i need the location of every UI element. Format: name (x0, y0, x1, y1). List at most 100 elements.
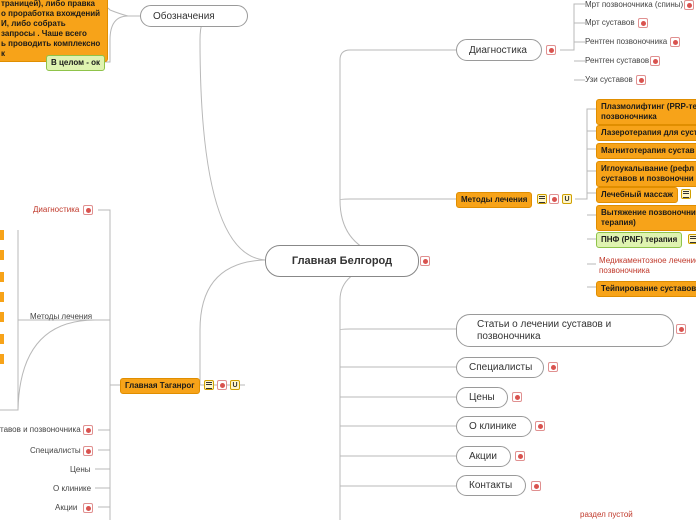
diagnostics-item-label: Рентген позвоночника (585, 37, 668, 46)
taganrog-method-stub[interactable] (0, 334, 4, 344)
diagnostics-label: Диагностика (469, 44, 527, 56)
menu-icon[interactable] (204, 380, 214, 390)
methods-item-label: Лазеротерапия для суст (601, 128, 696, 137)
menu-icon[interactable] (681, 189, 691, 199)
note-icon[interactable] (636, 75, 646, 85)
taganrog-method-stub[interactable] (0, 312, 4, 322)
taganrog-item[interactable]: Цены (70, 465, 91, 474)
taganrog-label: Главная Таганрог (125, 381, 195, 390)
methods-item-label: Тейпирование суставов (601, 284, 696, 293)
taganrog-item-label: Акции (55, 503, 78, 512)
menu-icon[interactable] (688, 234, 696, 244)
note-icon[interactable] (676, 324, 686, 334)
legend-node[interactable]: Обозначения (140, 5, 248, 27)
methods-item-label: Вытяжение позвоночни терапия) (601, 208, 696, 227)
methods-item[interactable]: Магнитотерапия сустав (596, 143, 696, 159)
note-icon[interactable] (83, 446, 93, 456)
taganrog-item-label: О клинике (53, 484, 92, 493)
legend-note-line: о проработка вхождений (1, 9, 101, 18)
note-icon[interactable] (83, 205, 93, 215)
taganrog-item-label: тавов и позвоночника (0, 425, 81, 434)
articles-node[interactable]: Статьи о лечении суставов и позвоночника (456, 314, 674, 347)
legend-ok-label: В целом - ок (51, 58, 101, 67)
methods-label: Методы лечения (461, 195, 528, 204)
diagnostics-node[interactable]: Диагностика (456, 39, 542, 61)
note-icon[interactable] (512, 392, 522, 402)
taganrog-method-stub[interactable] (0, 292, 4, 302)
note-icon[interactable] (217, 380, 227, 390)
methods-item[interactable]: Лазеротерапия для суст (596, 125, 696, 141)
methods-node[interactable]: Методы лечения (456, 192, 533, 208)
empty-section-note: раздел пустой (580, 510, 633, 519)
methods-item[interactable]: ПНФ (PNF) терапия (596, 232, 683, 248)
taganrog-item[interactable]: Диагностика (33, 205, 79, 214)
diagnostics-item[interactable]: Мрт суставов (585, 18, 635, 27)
methods-item[interactable]: Тейпирование суставов (596, 281, 696, 297)
taganrog-method-stub[interactable] (0, 354, 4, 364)
contacts-node[interactable]: Контакты (456, 475, 526, 496)
root-node[interactable]: Главная Белгород (265, 245, 419, 277)
prices-node[interactable]: Цены (456, 387, 508, 408)
note-icon[interactable] (638, 18, 648, 28)
note-icon[interactable] (531, 481, 541, 491)
legend-note[interactable]: траницей), либо правка о проработка вхож… (0, 0, 108, 62)
methods-item[interactable]: Медикаментозное лечение позвоночника (599, 256, 696, 276)
methods-item[interactable]: Вытяжение позвоночни терапия) (596, 205, 696, 231)
diagnostics-item[interactable]: Мрт позвоночника (спины) (585, 0, 683, 9)
about-label: О клинике (469, 421, 517, 432)
taganrog-item[interactable]: Методы лечения (30, 312, 92, 321)
root-label: Главная Белгород (291, 255, 393, 267)
taganrog-method-stub[interactable] (0, 272, 4, 282)
specialists-label: Специалисты (469, 362, 533, 373)
diagnostics-item-label: Рентген суставов (585, 56, 650, 65)
taganrog-item[interactable]: Акции (55, 503, 77, 512)
diagnostics-item-label: Мрт позвоночника (спины) (585, 0, 684, 9)
legend-note-line: ь проводить комплексно (1, 39, 101, 48)
note-icon[interactable] (548, 362, 558, 372)
specialists-node[interactable]: Специалисты (456, 357, 544, 378)
taganrog-item[interactable]: тавов и позвоночника (0, 425, 81, 434)
note-icon[interactable] (684, 0, 694, 10)
note-icon[interactable] (670, 37, 680, 47)
taganrog-item-label: Цены (70, 465, 91, 474)
promos-label: Акции (469, 451, 497, 462)
empty-section-label: раздел пустой (580, 510, 633, 519)
taganrog-node[interactable]: Главная Таганрог (120, 378, 200, 394)
methods-item[interactable]: Плазмолифтинг (PRP-те позвоночника (596, 99, 696, 125)
menu-icon[interactable] (537, 194, 547, 204)
prices-label: Цены (469, 392, 495, 403)
methods-item-label: Лечебный массаж (601, 190, 673, 199)
methods-item-label: Иглоукалывание (рефл суставов и позвоноч… (601, 164, 695, 183)
legend-label: Обозначения (153, 10, 215, 22)
note-icon[interactable] (650, 56, 660, 66)
link-icon[interactable]: U (562, 194, 572, 204)
note-icon[interactable] (83, 425, 93, 435)
articles-label: Статьи о лечении суставов и позвоночника (477, 318, 612, 342)
taganrog-item[interactable]: О клинике (53, 484, 91, 493)
methods-item[interactable]: Лечебный массаж (596, 187, 678, 203)
diagnostics-item[interactable]: Рентген суставов (585, 56, 649, 65)
taganrog-method-stub[interactable] (0, 250, 4, 260)
note-icon[interactable] (535, 421, 545, 431)
taganrog-item-label: Специалисты (30, 446, 81, 455)
contacts-label: Контакты (469, 480, 513, 491)
methods-item-label: Магнитотерапия сустав (601, 146, 695, 155)
diagnostics-item[interactable]: Узи суставов (585, 75, 633, 84)
note-icon[interactable] (515, 451, 525, 461)
promos-node[interactable]: Акции (456, 446, 511, 467)
methods-item[interactable]: Иглоукалывание (рефл суставов и позвоноч… (596, 161, 696, 187)
note-icon[interactable] (420, 256, 430, 266)
note-icon[interactable] (83, 503, 93, 513)
diagnostics-item-label: Узи суставов (585, 75, 633, 84)
legend-note-line: к (1, 49, 6, 58)
legend-ok-node[interactable]: В целом - ок (46, 55, 106, 71)
taganrog-method-stub[interactable] (0, 230, 4, 240)
taganrog-item[interactable]: Специалисты (30, 446, 81, 455)
diagnostics-item[interactable]: Рентген позвоночника (585, 37, 667, 46)
methods-item-label: Медикаментозное лечение позвоночника (599, 256, 696, 275)
legend-note-line: запросы . Чаше всего (1, 29, 87, 38)
note-icon[interactable] (546, 45, 556, 55)
note-icon[interactable] (549, 194, 559, 204)
about-node[interactable]: О клинике (456, 416, 532, 437)
link-icon[interactable]: U (230, 380, 240, 390)
